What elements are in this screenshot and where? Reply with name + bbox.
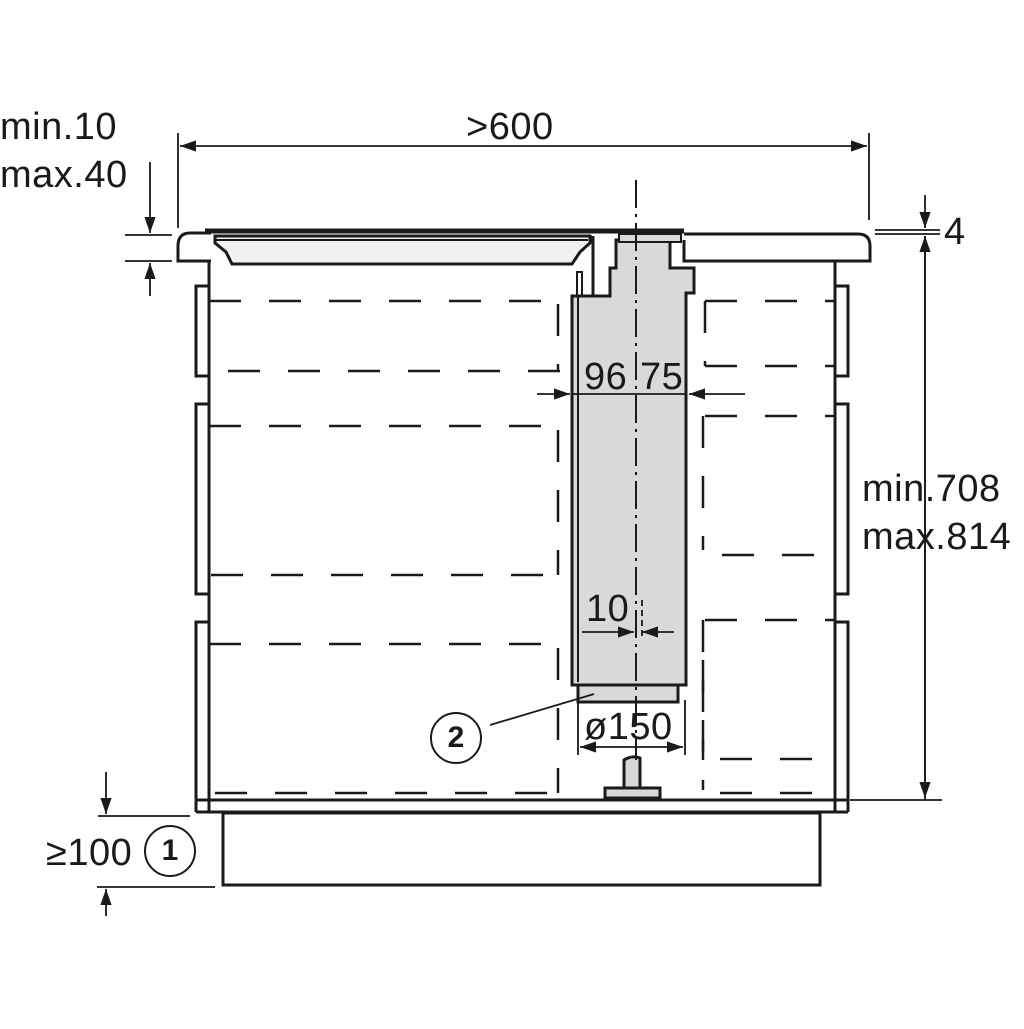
drawer-fronts-right: [833, 284, 850, 802]
cooktop-protrusion-label: 4: [944, 211, 966, 253]
worktop-min-label: min.10: [0, 106, 118, 148]
height-min-label: min.708: [862, 468, 1001, 510]
duct-offset-left-label: 96: [584, 356, 628, 398]
worktop-max-label: max.40: [0, 154, 128, 196]
callout-1: 1: [144, 825, 196, 877]
worktop-left: [176, 231, 211, 263]
axis-offset-label: 10: [586, 588, 630, 630]
plinth: [221, 811, 822, 887]
drawer-outlines-left: [209, 299, 560, 795]
drawer-fronts-left: [194, 284, 211, 802]
worktop-right: [682, 232, 872, 263]
cooktop-tray: [213, 234, 592, 266]
cabinet-width-label: >600: [466, 106, 554, 148]
extractor-duct: [570, 233, 696, 800]
drawer-outlines-right: [701, 299, 835, 761]
callout-2: 2: [430, 712, 482, 764]
duct-offset-right-label: 75: [640, 356, 684, 398]
plinth-height-label: ≥100: [46, 832, 133, 874]
cabinet-body: [194, 262, 850, 814]
duct-diameter-label: ø150: [584, 706, 673, 748]
height-max-label: max.814: [862, 516, 1012, 558]
